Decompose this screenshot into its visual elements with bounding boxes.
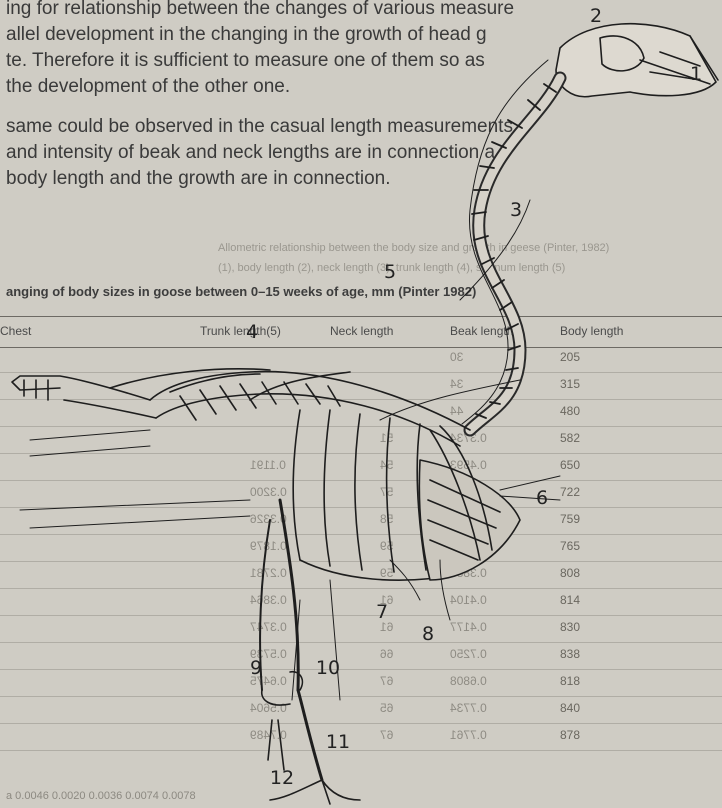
part-label-6: 6 <box>536 487 548 509</box>
part-label-7: 7 <box>376 601 388 623</box>
part-label-2: 2 <box>590 5 602 27</box>
part-label-9: 9 <box>250 657 262 679</box>
table-footer: a 0.0046 0.0020 0.0036 0.0074 0.0078 <box>6 790 196 802</box>
part-label-1: 1 <box>690 63 702 85</box>
part-label-10: 10 <box>316 657 340 679</box>
leg <box>260 500 360 804</box>
part-label-5: 5 <box>384 261 396 283</box>
part-label-12: 12 <box>270 767 294 789</box>
part-label-4: 4 <box>246 321 258 343</box>
neck-vertebrae <box>462 60 560 430</box>
part-label-3: 3 <box>510 199 522 221</box>
leader-lines <box>20 200 560 700</box>
part-label-11: 11 <box>326 731 350 753</box>
skull <box>556 24 718 97</box>
part-label-8: 8 <box>422 623 434 645</box>
